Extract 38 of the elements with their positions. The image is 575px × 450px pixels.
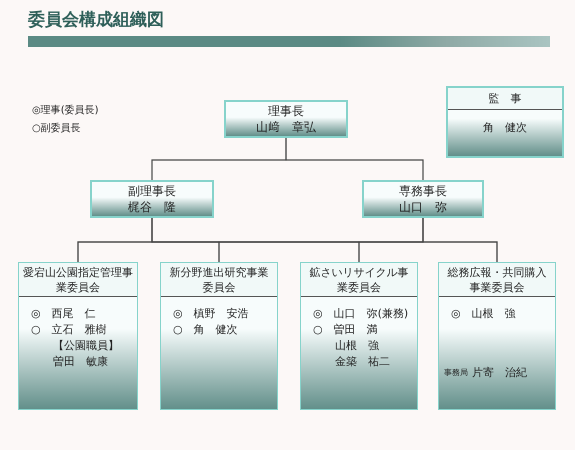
member-name: ◎ 山根 強 xyxy=(451,306,516,322)
role-box xyxy=(90,180,214,218)
auditor-box xyxy=(446,86,564,158)
committee-title: 新分野進出研究事業委員会 xyxy=(168,264,270,294)
member-name: 曽田 敏康 xyxy=(52,354,108,370)
committee-title: 愛宕山公園指定管理事業委員会 xyxy=(22,264,134,294)
committee-title: 監 事 xyxy=(488,91,522,106)
member-name: ○ 角 健次 xyxy=(173,322,238,338)
person-name: 角 健次 xyxy=(483,120,527,136)
member-name: ◎ 西尾 仁 xyxy=(31,306,96,322)
committee-box xyxy=(18,262,138,410)
member-name: ○ 曽田 満 xyxy=(313,322,378,338)
role-box xyxy=(362,180,484,218)
committee-box xyxy=(160,262,278,410)
office-label: 事務局 xyxy=(444,366,468,379)
role-title: 理事長 xyxy=(268,103,304,119)
committee-title: 鉱さいリサイクル事業委員会 xyxy=(308,264,410,294)
person-name: 梶谷 隆 xyxy=(128,199,176,215)
member-name: ◎ 山口 弥(兼務) xyxy=(313,306,408,322)
diagram-title: 委員会構成組織図 xyxy=(28,9,164,32)
person-name: 山口 弥 xyxy=(399,199,447,215)
connector-line xyxy=(422,218,498,262)
committee-box xyxy=(438,262,556,410)
member-name: 山根 強 xyxy=(334,338,379,354)
role-title: 副理事長 xyxy=(128,183,176,199)
committee-title: 総務広報・共同購入事業委員会 xyxy=(446,264,548,294)
legend-note: ◎理事(委員長) xyxy=(32,104,99,118)
member-name: 【公園職員】 xyxy=(52,338,119,354)
committee-box xyxy=(300,262,418,410)
role-box xyxy=(224,100,348,138)
member-name: ◎ 槙野 安浩 xyxy=(173,306,249,322)
connector-line xyxy=(285,138,424,180)
person-name: 山﨑 章弘 xyxy=(256,119,316,135)
member-name: 金築 祐二 xyxy=(334,354,390,370)
role-title: 専務事長 xyxy=(399,183,447,199)
member-name: ○ 立石 雅樹 xyxy=(31,322,107,338)
legend-note: ○副委員長 xyxy=(32,122,81,136)
member-name: 片寄 治紀 xyxy=(472,364,527,380)
